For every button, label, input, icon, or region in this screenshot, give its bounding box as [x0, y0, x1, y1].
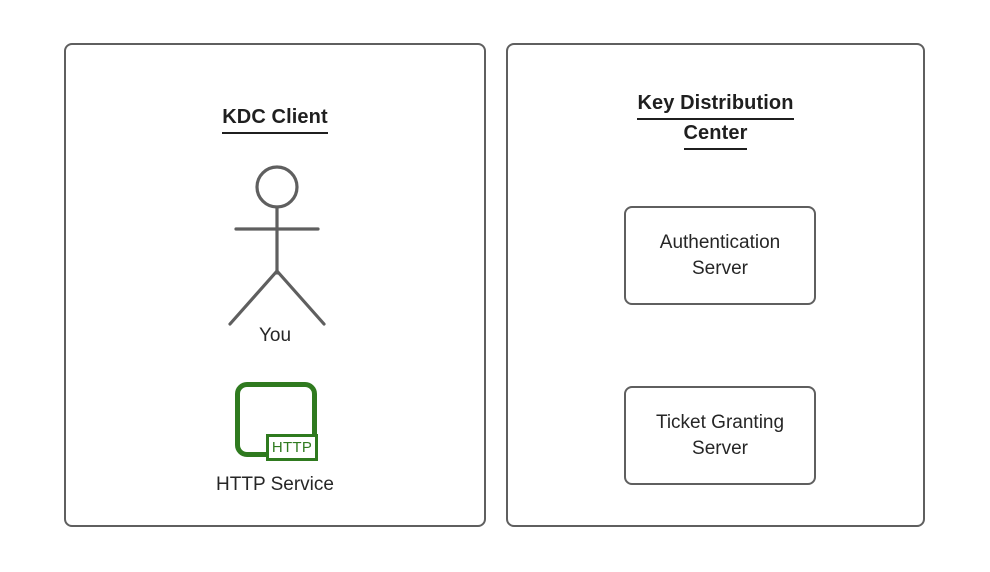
- service-label-http: HTTP Service: [216, 474, 334, 495]
- panel-title-line-2: Center: [508, 120, 923, 150]
- actor-label-you: You: [258, 325, 292, 346]
- http-service-icon[interactable]: HTTP: [231, 382, 322, 466]
- node-authentication-server[interactable]: Authentication Server: [624, 206, 816, 305]
- http-badge-label: HTTP: [271, 439, 313, 456]
- panel-title-line-2-text: Center: [683, 120, 748, 150]
- node-ticket-granting-server-label-line-2: Server: [692, 437, 748, 459]
- panel-title-kdc-client: KDC Client: [66, 104, 484, 134]
- node-authentication-server-label-line-2: Server: [692, 257, 748, 279]
- panel-title-kdc-client-text: KDC Client: [222, 104, 328, 134]
- node-ticket-granting-server-label: Ticket Granting Server: [650, 410, 790, 462]
- http-service-icon-badge: HTTP: [266, 434, 318, 461]
- panel-key-distribution-center[interactable]: Key Distribution Center Authentication S…: [506, 43, 925, 527]
- panel-title-line-1-text: Key Distribution: [637, 90, 794, 120]
- panel-title-key-distribution-center: Key Distribution Center: [508, 90, 923, 150]
- node-ticket-granting-server-label-line-1: Ticket Granting: [655, 411, 785, 433]
- panel-title-line-1: Key Distribution: [508, 90, 923, 120]
- stick-figure-actor-icon: [228, 165, 326, 326]
- panel-kdc-client[interactable]: KDC Client You HTTP HTTP Service: [64, 43, 486, 527]
- node-authentication-server-label: Authentication Server: [654, 230, 786, 282]
- node-authentication-server-label-line-1: Authentication: [659, 231, 781, 253]
- node-ticket-granting-server[interactable]: Ticket Granting Server: [624, 386, 816, 485]
